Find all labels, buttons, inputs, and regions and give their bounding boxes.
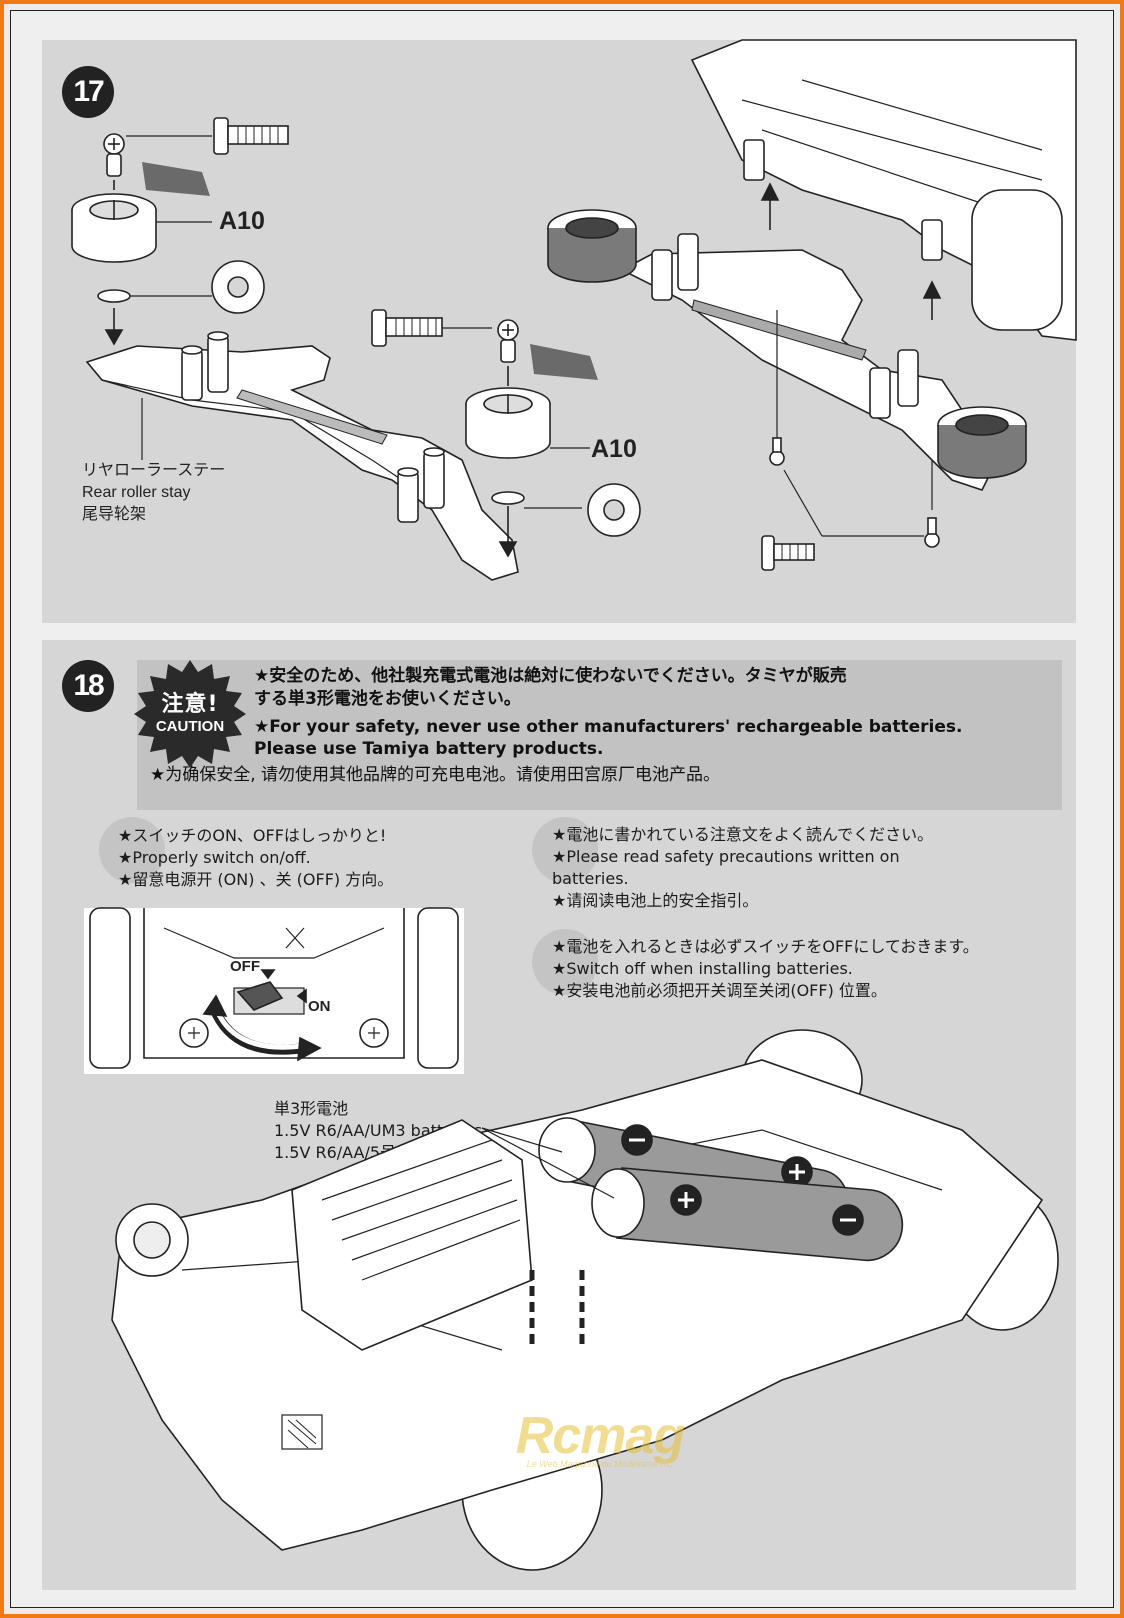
caution-box — [137, 660, 1062, 810]
read-note-zh: ★请阅读电池上的安全指引。 — [552, 891, 759, 910]
caution-badge-ja: 注意! — [161, 692, 219, 717]
caution-badge: 注意! CAUTION — [134, 658, 246, 770]
roller-icon — [937, 406, 1027, 479]
step-18-panel: 18 注意! CAUTION ★安全のため、他社製充電式電池は絶対に使わないでく… — [42, 640, 1076, 1590]
rear-roller-stay-label-zh: 尾导轮架 — [82, 506, 147, 523]
watermark-sub: Le Web Magazine du Modélisme RC — [526, 1459, 674, 1469]
switch-note-en: ★Properly switch on/off. — [118, 848, 311, 867]
screw-icon — [371, 309, 443, 347]
note-bubble-icon — [532, 817, 598, 883]
watermark-logo: Rcmag Le Web Magazine du Modélisme RC — [450, 1407, 750, 1469]
step-number-17: 17 — [62, 66, 114, 118]
roller-icon — [547, 209, 637, 283]
read-note-en-1: ★Please read safety precautions written … — [552, 847, 900, 866]
install-note-zh: ★安装电池前必须把开关调至关闭(OFF) 位置。 — [552, 981, 887, 1000]
screw-icon — [103, 133, 125, 177]
caution-line-en-2: Please use Tamiya battery products. — [254, 739, 604, 759]
switch-inset-illustration — [84, 907, 464, 1074]
washer-icon — [97, 289, 131, 303]
battery-icon — [591, 1167, 904, 1262]
off-arrow-icon — [260, 969, 276, 980]
note-bubble-icon — [532, 929, 598, 995]
caution-line-en-1: ★For your safety, never use other manufa… — [254, 717, 963, 737]
caution-line-ja-2: する単3形電池をお使いください。 — [254, 689, 521, 709]
part-label-a10: A10 — [591, 435, 637, 463]
switch-on-label: ON — [308, 998, 331, 1015]
on-arrow-icon — [296, 988, 307, 1004]
step-number-18: 18 — [62, 660, 114, 712]
step-17-illustration — [71, 39, 1077, 581]
caution-line-zh: ★为确保安全, 请勿使用其他品牌的可充电电池。请使用田宫原厂电池产品。 — [150, 765, 721, 785]
switch-note-ja: ★スイッチのON、OFFはしっかりと! — [118, 826, 387, 845]
roller-icon — [71, 193, 157, 263]
post-icon — [423, 447, 445, 509]
caution-badge-en: CAUTION — [155, 718, 225, 735]
chassis-rear-view — [547, 39, 1077, 571]
washer-icon — [211, 260, 265, 314]
caution-line-ja-1: ★安全のため、他社製充電式電池は絶対に使わないでください。タミヤが販売 — [254, 666, 847, 686]
grease-icon — [142, 162, 210, 196]
roller-icon — [465, 387, 551, 459]
part-label-a10: A10 — [219, 207, 265, 235]
battery-label-ja: 単3形電池 — [274, 1099, 349, 1118]
read-note-en-2: batteries. — [552, 869, 629, 888]
install-note-en: ★Switch off when installing batteries. — [552, 959, 853, 978]
chassis-battery-illustration — [111, 1029, 1059, 1571]
screw-icon — [497, 319, 519, 363]
rear-roller-stay — [85, 345, 519, 581]
washer-icon — [587, 483, 641, 537]
watermark-main: Rcmag — [515, 1407, 685, 1465]
grease-icon — [530, 344, 598, 380]
post-icon — [207, 331, 229, 393]
step-17-panel: 17 — [42, 39, 1077, 623]
screw-icon — [924, 517, 940, 548]
post-icon — [397, 467, 419, 523]
screw-icon — [213, 117, 289, 155]
switch-off-label: OFF — [230, 958, 260, 975]
caution-badge-shape — [134, 660, 246, 768]
rear-roller-stay-label-en: Rear roller stay — [82, 484, 191, 501]
screw-icon — [769, 437, 785, 466]
screw-icon — [761, 535, 815, 571]
rear-roller-stay-label-ja: リヤローラーステー — [82, 462, 226, 479]
install-note-ja: ★電池を入れるときは必ずスイッチをOFFにしておきます。 — [552, 937, 979, 956]
read-note-ja: ★電池に書かれている注意文をよく読んでください。 — [552, 825, 934, 844]
washer-icon — [491, 491, 525, 505]
note-bubble-icon — [99, 817, 165, 883]
switch-note-zh: ★留意电源开 (ON) 、关 (OFF) 方向。 — [118, 870, 394, 889]
post-icon — [181, 345, 203, 401]
